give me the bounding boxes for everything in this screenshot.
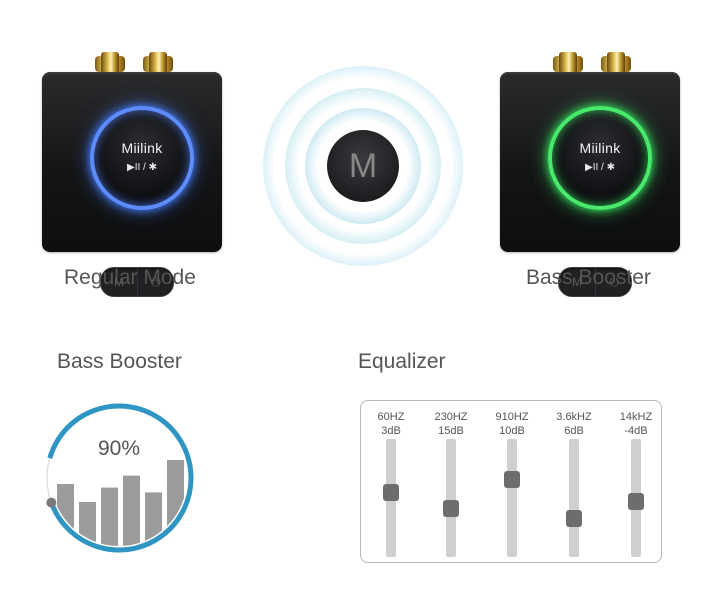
eq-band: 60HZ 3dB <box>361 401 421 564</box>
eq-gain-label: 15dB <box>438 425 464 437</box>
gauge-bar <box>101 487 118 546</box>
brand-label: Miilink <box>121 140 163 156</box>
power-icon[interactable]: ⏻ <box>137 268 174 296</box>
eq-gain-label: 3dB <box>381 425 401 437</box>
bass-booster-mode-label: Bass Booster <box>526 266 651 289</box>
power-icon[interactable]: ⏻ <box>595 268 632 296</box>
regular-mode-label: Regular Mode <box>64 266 196 289</box>
button-group: M ⏻ <box>558 267 632 297</box>
eq-gain-label: -4dB <box>624 425 648 437</box>
eq-slider-knob[interactable] <box>383 484 399 502</box>
eq-frequency-label: 14kHZ <box>619 411 653 423</box>
eq-slider-track[interactable] <box>507 439 517 557</box>
eq-frequency-label: 3.6kHZ <box>556 411 592 423</box>
eq-slider-track[interactable] <box>446 439 456 557</box>
eq-slider-knob[interactable] <box>504 471 520 489</box>
bass-booster-percent: 90% <box>98 437 141 460</box>
eq-gain-label: 6dB <box>564 425 584 437</box>
brand-label: Miilink <box>579 140 621 156</box>
bass-booster-title: Bass Booster <box>57 350 182 373</box>
eq-band: 14kHZ -4dB <box>606 401 666 564</box>
control-knob[interactable]: Miilink ▶II / ✱ <box>90 106 194 210</box>
eq-slider-knob[interactable] <box>443 499 459 517</box>
equalizer-panel: 60HZ 3dB 230HZ 15dB 910HZ 10dB 3.6kHZ 6dB 14kHZ -… <box>360 400 662 563</box>
eq-slider-knob[interactable] <box>566 509 582 527</box>
bass-booster-gauge <box>46 403 194 553</box>
eq-frequency-label: 230HZ <box>434 411 468 423</box>
mode-button[interactable]: M <box>572 275 582 289</box>
gauge-handle <box>46 497 57 508</box>
eq-frequency-label: 60HZ <box>377 411 405 423</box>
receiver-device-regular: Miilink ▶II / ✱ M ⏻ <box>42 52 222 297</box>
mode-m-button[interactable]: M <box>327 130 399 202</box>
equalizer-title: Equalizer <box>358 350 446 373</box>
gauge-fill-arc <box>47 403 194 553</box>
receiver-device-bass: Miilink ▶II / ✱ M ⏻ <box>500 52 680 297</box>
eq-band: 230HZ 15dB <box>421 401 481 564</box>
rca-connector <box>601 52 631 74</box>
sound-wave-icon: M <box>263 66 463 266</box>
rca-connector <box>553 52 583 74</box>
control-knob[interactable]: Miilink ▶II / ✱ <box>548 106 652 210</box>
button-group: M ⏻ <box>100 267 174 297</box>
eq-slider-knob[interactable] <box>628 492 644 510</box>
eq-band: 3.6kHZ 6dB <box>544 401 604 564</box>
eq-gain-label: 10dB <box>499 425 525 437</box>
eq-slider-track[interactable] <box>569 439 579 557</box>
eq-band: 910HZ 10dB <box>482 401 542 564</box>
play-pause-bluetooth-icons: ▶II / ✱ <box>127 162 157 173</box>
gauge-bar <box>79 502 96 546</box>
eq-frequency-label: 910HZ <box>495 411 529 423</box>
gauge-bar <box>123 475 140 546</box>
rca-connector <box>95 52 125 74</box>
gauge-bar <box>167 460 184 546</box>
gauge-bar <box>145 492 162 546</box>
mode-button[interactable]: M <box>114 275 124 289</box>
rca-connector <box>143 52 173 74</box>
play-pause-bluetooth-icons: ▶II / ✱ <box>585 162 615 173</box>
